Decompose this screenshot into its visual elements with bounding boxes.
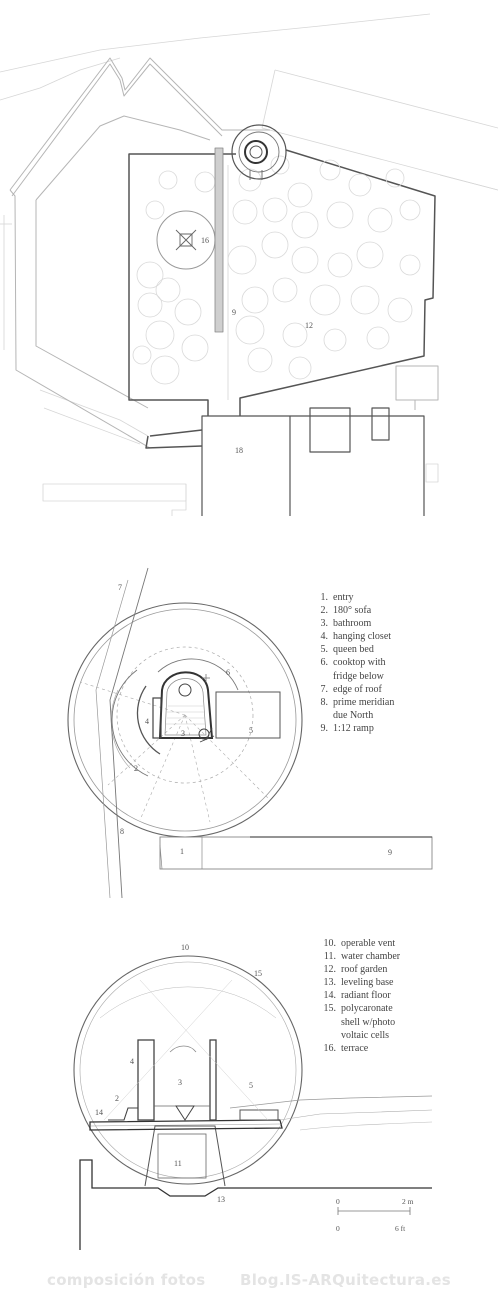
legend-item: 1. entry xyxy=(317,591,394,604)
legend-text: leveling base xyxy=(341,977,394,989)
legend-number: 13. xyxy=(323,977,337,989)
legend-text: bathroom xyxy=(333,618,372,630)
legend-text: entry xyxy=(333,592,354,603)
legend-text-continued: voltaic cells xyxy=(341,1029,390,1041)
scale-ft-label: 6 ft xyxy=(395,1224,406,1233)
legend-number: 15. xyxy=(323,1003,337,1015)
floor-label-2: 2 xyxy=(134,764,138,773)
legend-text: 1:12 ramp xyxy=(333,722,374,734)
legend-number: 1. xyxy=(320,592,329,603)
scale-m-zero: 0 xyxy=(336,1197,340,1206)
section-drawing xyxy=(73,955,433,1250)
section-label-3: 3 xyxy=(178,1078,182,1087)
legend-item: 10. operable vent xyxy=(318,937,400,950)
footer-right-text: Blog.IS-ARQuitectura.es xyxy=(240,1271,451,1289)
floor-label-5: 5 xyxy=(249,726,253,735)
legend-item: 12. roof garden xyxy=(318,963,400,976)
legend-number: 5. xyxy=(320,644,329,656)
legend-text: hanging closet xyxy=(333,631,392,643)
legend-text: terrace xyxy=(341,1042,369,1054)
section-label-11: 11 xyxy=(174,1159,182,1168)
floor-label-6: 6 xyxy=(226,668,230,677)
legend-item: 16. terrace xyxy=(318,1042,400,1055)
floor-label-3: 3 xyxy=(181,729,185,738)
legend-number: 9. xyxy=(320,722,329,734)
legend-number: 3. xyxy=(320,618,329,630)
plan-label-16: 16 xyxy=(201,236,209,245)
legend-item: 4. hanging closet xyxy=(317,630,394,643)
legend-item: 15. polycaronate xyxy=(318,1002,400,1015)
floor-label-8: 8 xyxy=(120,827,124,836)
legend-number: 6. xyxy=(320,657,329,669)
legend-item: 8. prime meridian xyxy=(317,696,395,709)
section-label-10: 10 xyxy=(181,943,189,952)
legend-text: operable vent xyxy=(341,938,396,949)
floor-label-1: 1 xyxy=(180,847,184,856)
legend-item: 13. leveling base xyxy=(318,976,400,989)
legend-text: polycaronate xyxy=(341,1003,393,1015)
legend-text-continued: due North xyxy=(333,709,374,721)
legend-item: 14. radiant floor xyxy=(318,989,400,1002)
legend-number: 10. xyxy=(323,938,337,949)
legend-item: 5. queen bed xyxy=(317,643,394,656)
legend-text-continued: fridge below xyxy=(333,670,384,682)
site-plan xyxy=(0,13,498,516)
floor-plan xyxy=(67,567,433,899)
legend-number: 11. xyxy=(323,951,336,963)
scale-m-label: 2 m xyxy=(402,1197,414,1206)
section-label-14: 14 xyxy=(95,1108,103,1117)
legend-top: 1. entry 2. 180° sofa 3. bathroom 4. hanging cl… xyxy=(317,591,395,735)
legend-bottom: 10. operable vent 11. water chamber 12. roof … xyxy=(318,937,401,1055)
legend-text: 180° sofa xyxy=(333,605,372,617)
legend-text: roof garden xyxy=(341,964,388,976)
legend-text: radiant floor xyxy=(341,990,391,1002)
legend-number: 12. xyxy=(323,964,337,976)
floor-label-7: 7 xyxy=(118,583,122,592)
legend-number: 14. xyxy=(323,990,337,1002)
legend-number: 8. xyxy=(320,696,329,708)
plan-label-12: 12 xyxy=(305,321,313,330)
legend-number: 7. xyxy=(320,683,329,695)
legend-item: 6. cooktop with xyxy=(317,656,394,669)
plan-label-18: 18 xyxy=(235,446,243,455)
section-label-2: 2 xyxy=(115,1094,119,1103)
legend-text: prime meridian xyxy=(333,696,395,708)
scale-ft-zero: 0 xyxy=(336,1224,340,1233)
legend-item: 9. 1:12 ramp xyxy=(317,722,394,735)
legend-item: 7. edge of roof xyxy=(317,683,394,696)
footer-watermark: composición fotos Blog.IS-ARQuitectura.e… xyxy=(0,1271,498,1291)
section-label-5: 5 xyxy=(249,1081,253,1090)
legend-item: 2. 180° sofa xyxy=(317,604,394,617)
legend-item: 3. bathroom xyxy=(317,617,394,630)
legend-text-continued: shell w/photo xyxy=(341,1016,396,1028)
legend-text: water chamber xyxy=(341,951,401,963)
legend-text: queen bed xyxy=(333,644,374,656)
legend-text: cooktop with xyxy=(333,657,386,669)
section-label-4: 4 xyxy=(130,1057,134,1066)
legend-number: 16. xyxy=(323,1042,337,1054)
section-label-13: 13 xyxy=(217,1195,225,1204)
section-label-15: 15 xyxy=(254,969,262,978)
floor-label-9: 9 xyxy=(388,848,392,857)
legend-number: 4. xyxy=(320,631,329,643)
plan-label-9: 9 xyxy=(232,308,236,317)
footer-left-text: composición fotos xyxy=(47,1271,206,1289)
legend-text: edge of roof xyxy=(333,683,382,695)
legend-number: 2. xyxy=(320,605,329,617)
legend-item: 11. water chamber xyxy=(318,950,400,963)
floor-label-4: 4 xyxy=(145,717,149,726)
